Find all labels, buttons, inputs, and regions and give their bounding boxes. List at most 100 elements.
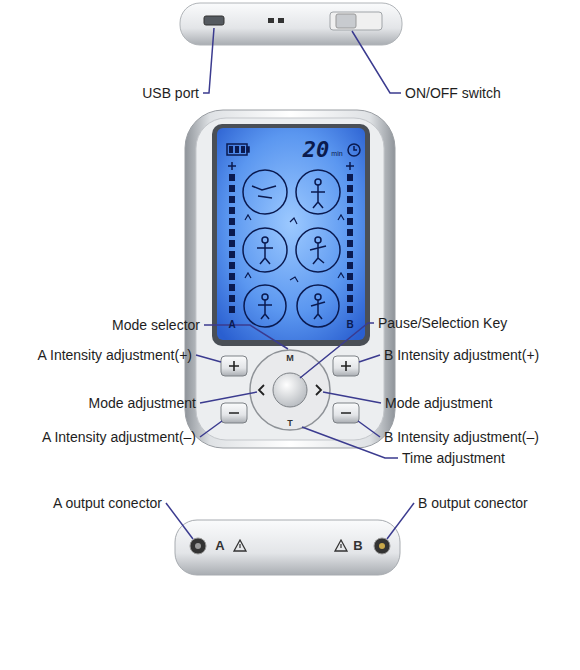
intensity-bars bbox=[229, 295, 235, 302]
leader-lines bbox=[387, 503, 414, 539]
bottom-edge bbox=[175, 520, 400, 575]
part-label: Mode selector bbox=[112, 317, 200, 333]
control-buttons bbox=[221, 350, 359, 430]
leader-lines bbox=[196, 355, 221, 362]
channel-letter: A bbox=[215, 539, 224, 554]
screen-icons bbox=[227, 144, 360, 327]
device-body bbox=[196, 118, 384, 440]
part-label: USB port bbox=[142, 85, 199, 101]
top-edge bbox=[268, 18, 274, 23]
intensity-bars bbox=[229, 174, 353, 313]
screen-icons bbox=[235, 146, 239, 153]
intensity-bars bbox=[229, 185, 235, 192]
intensity-bars bbox=[229, 218, 235, 225]
screen-icons bbox=[227, 144, 247, 155]
leader-lines bbox=[166, 28, 414, 539]
device-body bbox=[185, 110, 395, 448]
part-label: A Intensity adjustment(–) bbox=[42, 429, 196, 445]
part-label: B Intensity adjustment(+) bbox=[384, 347, 539, 363]
leader-lines bbox=[302, 427, 398, 458]
intensity-bars bbox=[229, 251, 235, 258]
part-label: Mode adjustment bbox=[89, 395, 196, 411]
timer-digits: 20 bbox=[303, 137, 330, 162]
screen-icons bbox=[257, 243, 273, 264]
screen-icons bbox=[245, 215, 344, 282]
leader-lines bbox=[200, 392, 257, 403]
leader-lines bbox=[323, 392, 381, 403]
screen-icons bbox=[252, 186, 276, 198]
intensity-bars bbox=[229, 273, 235, 280]
part-label: Pause/Selection Key bbox=[378, 315, 507, 331]
channel-letter: B bbox=[346, 319, 353, 331]
leader-lines bbox=[359, 355, 380, 362]
screen-icons bbox=[258, 300, 272, 319]
bottom-edge bbox=[234, 540, 347, 551]
intensity-bars bbox=[229, 306, 235, 313]
screen-icons bbox=[262, 294, 268, 300]
bottom-edge bbox=[379, 543, 385, 549]
screen-icons bbox=[354, 146, 357, 150]
leader-lines bbox=[300, 323, 374, 378]
screen-icons bbox=[311, 300, 325, 319]
leader-lines bbox=[200, 421, 222, 437]
intensity-bars bbox=[229, 196, 235, 203]
bottom-edge bbox=[374, 538, 390, 554]
bottom-edge bbox=[240, 544, 341, 548]
part-label: A Intensity adjustment(+) bbox=[38, 347, 192, 363]
screen-icons bbox=[244, 285, 286, 327]
screen-icons bbox=[296, 228, 340, 272]
control-buttons bbox=[273, 373, 307, 407]
intensity-bars bbox=[347, 251, 353, 258]
intensity-bars bbox=[347, 306, 353, 313]
intensity-bars bbox=[347, 174, 353, 181]
bottom-edge bbox=[190, 538, 206, 554]
intensity-bars bbox=[347, 196, 353, 203]
intensity-bars bbox=[347, 207, 353, 214]
button-letter: T bbox=[287, 418, 293, 428]
intensity-bars bbox=[347, 273, 353, 280]
intensity-bars bbox=[347, 295, 353, 302]
channel-letter: B bbox=[353, 539, 362, 554]
intensity-bars bbox=[229, 284, 235, 291]
intensity-bars bbox=[347, 284, 353, 291]
top-edge bbox=[336, 14, 356, 28]
leader-lines bbox=[166, 503, 193, 539]
timer-unit: min bbox=[331, 150, 342, 158]
bottom-edge bbox=[195, 543, 201, 549]
intensity-bars bbox=[347, 262, 353, 269]
part-label: ON/OFF switch bbox=[405, 85, 501, 101]
control-buttons bbox=[259, 385, 321, 395]
leader-lines bbox=[203, 28, 214, 93]
screen-icons bbox=[243, 228, 287, 272]
device-body bbox=[185, 110, 395, 448]
screen-icons bbox=[315, 179, 321, 185]
part-label: B Intensity adjustment(–) bbox=[384, 429, 539, 445]
screen-icons bbox=[243, 170, 287, 214]
button-letter: M bbox=[286, 353, 294, 363]
intensity-bars bbox=[347, 185, 353, 192]
screen-icons bbox=[310, 243, 326, 264]
top-edge bbox=[330, 12, 382, 30]
intensity-bars bbox=[347, 229, 353, 236]
leader-lines bbox=[352, 31, 401, 93]
screen-icons bbox=[228, 162, 236, 170]
screen-icons bbox=[247, 147, 249, 152]
screen-icons bbox=[297, 285, 339, 327]
leader-lines bbox=[358, 421, 380, 437]
screen-icons bbox=[346, 162, 354, 170]
screen-icons bbox=[311, 185, 325, 208]
part-label: Time adjustment bbox=[402, 450, 505, 466]
screen-icons bbox=[348, 144, 360, 156]
screen-icons bbox=[262, 237, 268, 243]
top-edge bbox=[278, 18, 284, 23]
part-label: Mode adjustment bbox=[385, 395, 492, 411]
screen-icons bbox=[241, 146, 245, 153]
control-buttons bbox=[250, 350, 330, 430]
channel-letter: A bbox=[228, 319, 235, 331]
part-label: A output conector bbox=[53, 495, 162, 511]
device-body bbox=[212, 124, 370, 346]
part-label: B output conector bbox=[418, 495, 528, 511]
screen-icons bbox=[296, 170, 340, 214]
top-edge bbox=[204, 16, 224, 25]
device-body bbox=[217, 128, 365, 340]
